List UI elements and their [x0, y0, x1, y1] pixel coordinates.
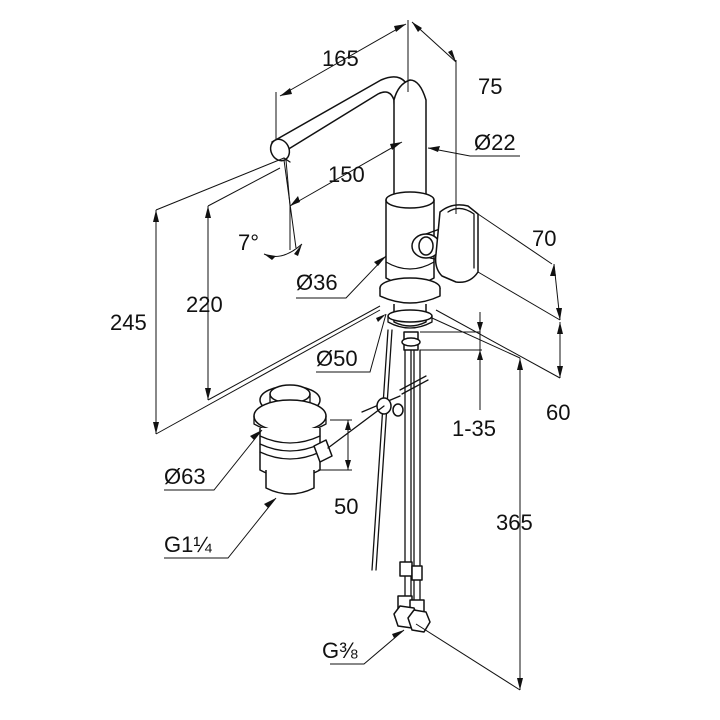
faucet-base	[379, 277, 441, 351]
dim-1-35: 1-35	[452, 416, 496, 441]
dim-150: 150	[328, 162, 365, 187]
faucet-spout	[269, 76, 427, 201]
dimension-lines	[155, 20, 561, 691]
dim-60: 60	[546, 400, 570, 425]
dim-75: 75	[478, 74, 502, 99]
dim-7-degrees: 7°	[238, 230, 259, 255]
dimension-arrows	[153, 22, 563, 690]
dim-245: 245	[110, 310, 147, 335]
faucet-body	[385, 191, 435, 286]
dim-70: 70	[532, 226, 556, 251]
thread-g3-8: G⅜	[322, 638, 358, 663]
dim-165: 165	[322, 46, 359, 71]
dimension-labels: 165 75 Ø22 150 7° 70 Ø36 245 220 Ø50 60 …	[110, 46, 570, 663]
faucet-lever	[411, 204, 479, 284]
waste-valve	[253, 384, 385, 495]
dim-220: 220	[186, 292, 223, 317]
dim-63-diameter: Ø63	[164, 464, 206, 489]
dim-50-diameter: Ø50	[316, 346, 358, 371]
supply-hoses	[393, 349, 431, 633]
dim-50: 50	[334, 494, 358, 519]
dim-36-diameter: Ø36	[296, 270, 338, 295]
dim-365: 365	[496, 510, 533, 535]
thread-g1-quarter: G1¼	[164, 532, 212, 557]
dim-22-diameter: Ø22	[474, 130, 516, 155]
